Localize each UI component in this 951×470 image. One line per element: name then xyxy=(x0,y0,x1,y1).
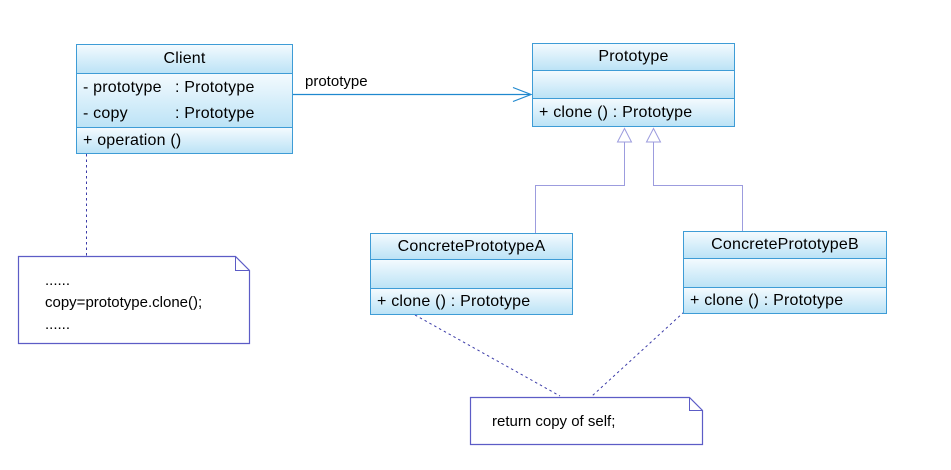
class-concrete-prototype-a-attributes xyxy=(371,259,572,288)
class-concrete-prototype-b-name: ConcretePrototypeB xyxy=(684,232,886,258)
class-prototype-attributes xyxy=(533,70,734,98)
generalization-b-line xyxy=(653,142,743,231)
attribute-name: - copy xyxy=(83,105,128,122)
note-clone-text: return copy of self; xyxy=(492,397,615,445)
class-concrete-prototype-a-operations: + clone () : Prototype xyxy=(371,288,572,314)
generalization-b-triangle-icon xyxy=(645,127,662,143)
note-line: ...... xyxy=(45,272,71,289)
association-arrowhead-icon xyxy=(512,86,533,103)
class-prototype: Prototype + clone () : Prototype xyxy=(532,43,735,127)
note-anchor-concrete-a xyxy=(414,314,561,397)
operation-row: + operation () xyxy=(83,131,182,149)
class-concrete-prototype-b: ConcretePrototypeB + clone () : Prototyp… xyxy=(683,231,887,314)
note-line: copy=prototype.clone(); xyxy=(45,294,203,311)
note-anchor-concrete-b xyxy=(591,311,685,397)
class-concrete-prototype-a: ConcretePrototypeA + clone () : Prototyp… xyxy=(370,233,573,315)
attribute-row: - copy : Prototype xyxy=(77,101,292,127)
generalization-a-triangle-icon xyxy=(616,127,633,143)
class-concrete-prototype-a-name: ConcretePrototypeA xyxy=(371,234,572,259)
class-concrete-prototype-b-operations: + clone () : Prototype xyxy=(684,287,886,313)
note-clone-fold-icon xyxy=(689,397,703,411)
attribute-type: : Prototype xyxy=(175,78,255,96)
generalization-a-line xyxy=(535,142,625,233)
note-line: return copy of self; xyxy=(492,412,616,430)
class-prototype-operations: + clone () : Prototype xyxy=(533,98,734,126)
class-client-attributes: - prototype : Prototype - copy : Prototy… xyxy=(77,73,292,127)
class-prototype-name: Prototype xyxy=(533,44,734,70)
association-label: prototype xyxy=(305,73,368,90)
class-client-name: Client xyxy=(77,45,292,73)
attribute-row: - prototype : Prototype xyxy=(77,74,292,101)
operation-row: + clone () : Prototype xyxy=(377,292,531,310)
class-client-operations: + operation () xyxy=(77,127,292,153)
note-client-fold-icon xyxy=(235,256,250,271)
operation-row: + clone () : Prototype xyxy=(539,103,693,121)
class-client: Client - prototype : Prototype - copy : … xyxy=(76,44,293,154)
operation-row: + clone () : Prototype xyxy=(690,291,844,309)
class-concrete-prototype-b-attributes xyxy=(684,258,886,287)
attribute-name: - prototype xyxy=(83,78,162,96)
note-line: ...... xyxy=(45,316,71,333)
attribute-type: : Prototype xyxy=(175,105,255,122)
note-client-text: ...... copy=prototype.clone(); ...... xyxy=(45,270,202,336)
